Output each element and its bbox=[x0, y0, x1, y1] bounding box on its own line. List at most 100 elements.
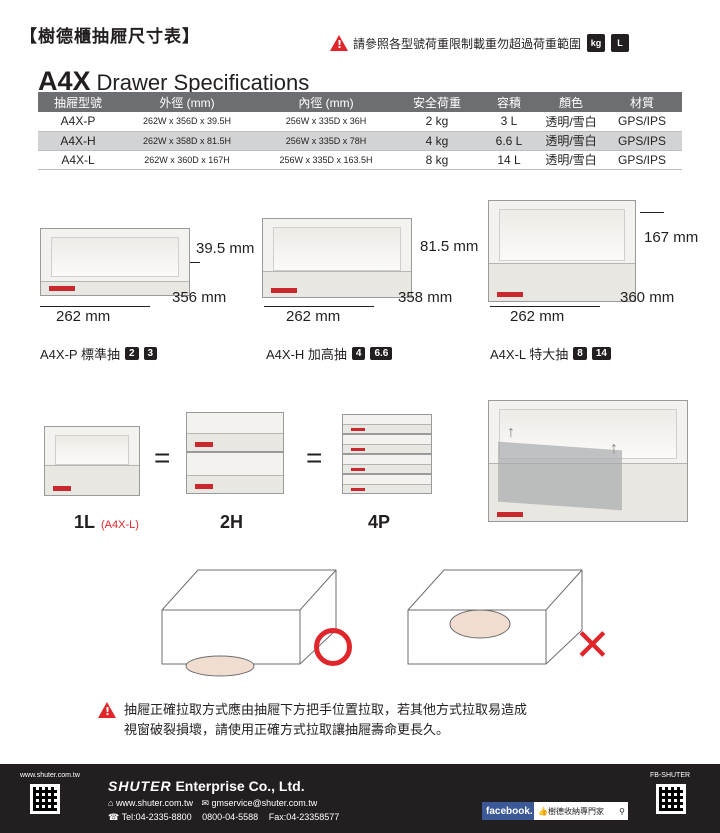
mail-icon: ✉ bbox=[201, 798, 212, 808]
warning-icon bbox=[330, 35, 348, 51]
equals-sign: = bbox=[154, 442, 171, 473]
load-warning-text: 請參照各型號荷重限制載重勿超過荷重範圍 bbox=[353, 36, 582, 51]
table-cell: 透明/雪白 bbox=[540, 112, 602, 132]
footer-contact-line1: ⌂ www.shuter.com.tw ✉ gmservice@shuter.c… bbox=[108, 798, 317, 809]
volume-icon: L bbox=[611, 34, 630, 52]
col-header: 安全荷重 bbox=[396, 92, 478, 112]
equiv-h-image bbox=[186, 452, 284, 494]
drawer-l-name: A4X-L 特大抽 bbox=[490, 347, 569, 362]
equiv-l-image bbox=[44, 426, 140, 496]
drawer-l-image bbox=[488, 200, 636, 302]
equiv-p-image bbox=[342, 434, 432, 454]
drawer-p-height: 39.5 mm bbox=[196, 240, 255, 257]
equiv-p-image bbox=[342, 454, 432, 474]
footer-fax: Fax:04-23358577 bbox=[268, 812, 340, 822]
drawer-h-depth: 358 mm bbox=[398, 289, 453, 306]
volume-badge: 14 bbox=[591, 347, 611, 360]
table-row: A4X-P 262W x 356D x 39.5H 256W x 335D x … bbox=[38, 112, 682, 132]
footer-email[interactable]: gmservice@shuter.com.tw bbox=[211, 798, 318, 808]
drawer-p-label: A4X-P 標準抽 2 3 bbox=[40, 344, 158, 363]
facebook-label: facebook. bbox=[486, 805, 533, 817]
drawer-l-height: 167 mm bbox=[644, 229, 699, 246]
arrow-up-icon: ↑ bbox=[507, 424, 515, 441]
drawer-h-name: A4X-H 加高抽 bbox=[266, 347, 347, 362]
drawer-h-width: 262 mm bbox=[286, 308, 341, 325]
company-name: SHUTER Enterprise Co., Ltd. bbox=[108, 778, 305, 794]
usage-warning-line1: 抽屜正確拉取方式應由抽屜下方把手位置拉取，若其他方式拉取易造成 bbox=[124, 702, 528, 717]
spec-subtitle: Drawer Specifications bbox=[96, 70, 310, 95]
equiv-label-4p: 4P bbox=[368, 512, 391, 532]
table-cell: A4X-H bbox=[38, 131, 118, 151]
table-cell: A4X-P bbox=[38, 112, 118, 132]
drawer-l-width: 262 mm bbox=[510, 308, 565, 325]
table-cell: 262W x 358D x 81.5H bbox=[118, 131, 256, 151]
drawer-p-name: A4X-P 標準抽 bbox=[40, 347, 120, 362]
col-header: 顏色 bbox=[540, 92, 602, 112]
equiv-1l: 1L bbox=[74, 512, 96, 532]
table-cell: GPS/IPS bbox=[602, 112, 682, 132]
brand-logo: SHUTER bbox=[108, 778, 172, 794]
col-header: 內徑 (mm) bbox=[256, 92, 396, 112]
wrong-cross-icon: ✕ bbox=[574, 620, 611, 671]
drawer-l-label: A4X-L 特大抽 8 14 bbox=[490, 344, 611, 363]
spec-table: 抽屜型號 外徑 (mm) 內徑 (mm) 安全荷重 容積 顏色 材質 A4X-P… bbox=[38, 92, 682, 170]
page-title: 【樹德櫃抽屜尺寸表】 bbox=[20, 27, 200, 46]
equals-sign: = bbox=[306, 442, 323, 473]
volume-badge: 3 bbox=[143, 347, 158, 360]
equiv-p-image bbox=[342, 474, 432, 494]
thumb-icon: 👍 bbox=[538, 806, 548, 816]
table-cell: 4 kg bbox=[396, 131, 478, 151]
weight-icon: kg bbox=[587, 34, 606, 52]
model-code: A4X bbox=[38, 66, 91, 96]
drawer-p-width: 262 mm bbox=[56, 308, 111, 325]
col-header: 抽屜型號 bbox=[38, 92, 118, 112]
usage-warning: 抽屜正確拉取方式應由抽屜下方把手位置拉取，若其他方式拉取易造成 視窗破裂損壞，請… bbox=[98, 700, 527, 740]
drawer-h-image bbox=[262, 218, 412, 298]
qr-code-icon bbox=[30, 784, 60, 814]
facebook-page: 樹德收納專門家 bbox=[547, 806, 604, 816]
table-cell: 透明/雪白 bbox=[540, 131, 602, 151]
equiv-label-2h: 2H bbox=[220, 512, 244, 532]
volume-badge: 6.6 bbox=[370, 347, 393, 360]
table-cell: A4X-L bbox=[38, 150, 118, 170]
fb-qr-label: FB-SHUTER bbox=[650, 772, 691, 779]
table-cell: 256W x 335D x 36H bbox=[256, 112, 396, 132]
table-cell: GPS/IPS bbox=[602, 150, 682, 170]
fb-qr-code-icon bbox=[656, 784, 686, 814]
table-cell: 256W x 335D x 163.5H bbox=[256, 150, 396, 170]
footer-web[interactable]: www.shuter.com.tw bbox=[115, 798, 193, 808]
home-icon: ⌂ bbox=[108, 798, 116, 808]
table-cell: 透明/雪白 bbox=[540, 150, 602, 170]
col-header: 材質 bbox=[602, 92, 682, 112]
table-cell: 6.6 L bbox=[478, 131, 540, 151]
weight-badge: 2 bbox=[124, 347, 139, 360]
equiv-p-image bbox=[342, 414, 432, 434]
col-header: 外徑 (mm) bbox=[118, 92, 256, 112]
footer-free: 0800-04-5588 bbox=[202, 812, 259, 822]
table-row: A4X-H 262W x 358D x 81.5H 256W x 335D x … bbox=[38, 131, 682, 151]
weight-badge: 4 bbox=[351, 347, 366, 360]
facebook-search[interactable]: 👍 樹德收納專門家 ⚲ bbox=[534, 802, 628, 820]
table-cell: 256W x 335D x 78H bbox=[256, 131, 396, 151]
table-cell: 2 kg bbox=[396, 112, 478, 132]
equiv-h-image bbox=[186, 412, 284, 452]
usage-warning-line2: 視窗破裂損壞，請使用正確方式拉取讓抽屜壽命更長久。 bbox=[124, 722, 450, 737]
load-warning: 請參照各型號荷重限制載重勿超過荷重範圍 kg L bbox=[330, 34, 630, 52]
footer-contact-line2: ☎ Tel:04-2335-8800 0800-04-5588 Fax:04-2… bbox=[108, 812, 339, 823]
table-cell: 262W x 360D x 167H bbox=[118, 150, 256, 170]
table-cell: 8 kg bbox=[396, 150, 478, 170]
col-header: 容積 bbox=[478, 92, 540, 112]
drawer-l-depth: 360 mm bbox=[620, 289, 675, 306]
facebook-link[interactable]: facebook. bbox=[482, 802, 537, 820]
spec-header-row: 抽屜型號 外徑 (mm) 內徑 (mm) 安全荷重 容積 顏色 材質 bbox=[38, 92, 682, 112]
table-cell: 14 L bbox=[478, 150, 540, 170]
footer: www.shuter.com.tw SHUTER Enterprise Co.,… bbox=[0, 764, 720, 833]
arrow-up-icon: ↑ bbox=[610, 440, 618, 457]
warning-icon bbox=[98, 702, 116, 718]
company-suffix: Enterprise Co., Ltd. bbox=[175, 778, 305, 794]
drawer-h-height: 81.5 mm bbox=[420, 238, 479, 255]
table-cell: 3 L bbox=[478, 112, 540, 132]
footer-site-small: www.shuter.com.tw bbox=[20, 772, 80, 779]
weight-badge: 8 bbox=[573, 347, 587, 360]
